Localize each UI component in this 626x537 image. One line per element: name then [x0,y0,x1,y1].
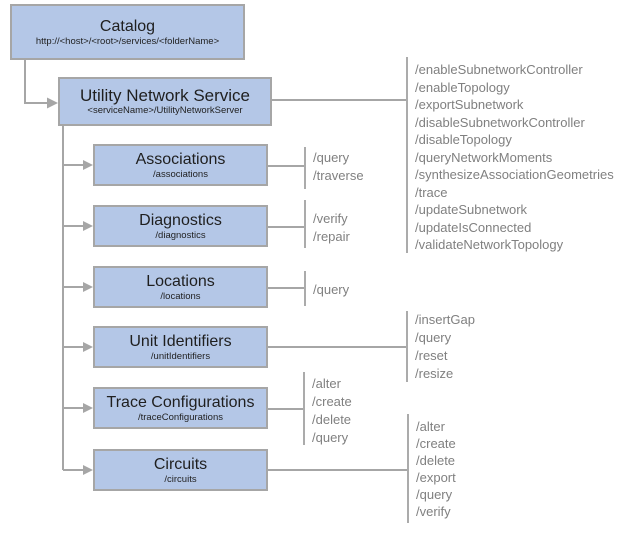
op-item: /query [313,282,350,297]
op-item: /query [416,487,453,502]
node-diagnostics: Diagnostics /diagnostics [93,205,268,247]
node-subtitle: /locations [160,290,201,302]
node-subtitle: /associations [153,168,208,180]
ops-list-unit-identifiers: /insertGap /query /reset /resize [415,311,475,383]
connector-catalog-service [24,60,49,104]
node-subtitle: /diagnostics [155,229,206,241]
op-item: /query [415,330,452,345]
node-locations: Locations /locations [93,266,268,308]
op-item: /reset [415,348,448,363]
op-item: /traverse [313,168,364,183]
op-item: /updateIsConnected [415,219,532,235]
op-item: /trace [415,184,448,200]
node-title: Unit Identifiers [129,332,232,350]
ops-list-circuits: /alter /create /delete /export /query /v… [416,418,456,520]
ops-list-locations: /query [313,281,349,299]
op-item: /enableSubnetworkController [415,62,583,77]
node-title: Catalog [99,17,156,35]
op-item: /disableTopology [415,132,512,147]
node-title: Trace Configurations [106,393,255,411]
op-item: /alter [416,419,445,434]
op-item: /repair [313,229,350,244]
arrowhead-locations [83,282,93,292]
op-item: /disableSubnetworkController [415,114,585,130]
op-item: /delete [312,412,352,427]
op-item: /updateSubnetwork [415,202,528,217]
arrowhead-circuits [83,465,93,475]
arrowhead-diagnostics [83,221,93,231]
op-item: /create [312,394,352,409]
op-item: /synthesizeAssociationGeometries [415,167,614,182]
op-item: /delete [416,453,456,468]
op-item: /enableTopology [415,79,510,95]
node-catalog: Catalog http://<host>/<root>/services/<f… [10,4,245,60]
node-title: Utility Network Service [79,86,251,105]
node-subtitle: /traceConfigurations [137,411,224,423]
op-item: /insertGap [415,312,475,327]
node-subtitle: http://<host>/<root>/services/<folderNam… [35,35,220,47]
op-item: /verify [313,211,348,226]
ops-list-associations: /query /traverse [313,149,364,185]
node-subtitle: /unitIdentifiers [150,350,211,362]
node-title: Associations [135,150,226,168]
node-subtitle: /circuits [164,473,197,485]
node-unit-identifiers: Unit Identifiers /unitIdentifiers [93,326,268,368]
node-trace-configurations: Trace Configurations /traceConfiguration… [93,387,268,429]
op-item: /query [312,430,349,445]
node-utility-network-service: Utility Network Service <serviceName>/Ut… [58,77,272,126]
node-subtitle: <serviceName>/UtilityNetworkServer [87,105,243,116]
node-associations: Associations /associations [93,144,268,186]
op-item: /exportSubnetwork [415,97,524,112]
op-item: /queryNetworkMoments [415,149,553,165]
node-circuits: Circuits /circuits [93,449,268,491]
arrowhead-trace-configurations [83,403,93,413]
op-item: /resize [415,366,454,381]
node-title: Diagnostics [139,211,222,229]
ops-list-diagnostics: /verify /repair [313,210,350,246]
op-item: /verify [416,504,451,519]
op-item: /create [416,436,456,451]
node-title: Locations [146,272,215,290]
op-item: /alter [312,376,341,391]
op-item: /validateNetworkTopology [415,237,564,252]
ops-list-trace-configurations: /alter /create /delete /query [312,375,352,447]
op-item: /query [313,150,350,165]
arrowhead-unit-identifiers [83,342,93,352]
node-title: Circuits [153,455,208,473]
ops-list-service: /enableSubnetworkController /enableTopol… [415,61,614,254]
arrowhead-associations [83,160,93,170]
op-item: /export [416,470,456,485]
arrowhead-service [47,97,58,109]
